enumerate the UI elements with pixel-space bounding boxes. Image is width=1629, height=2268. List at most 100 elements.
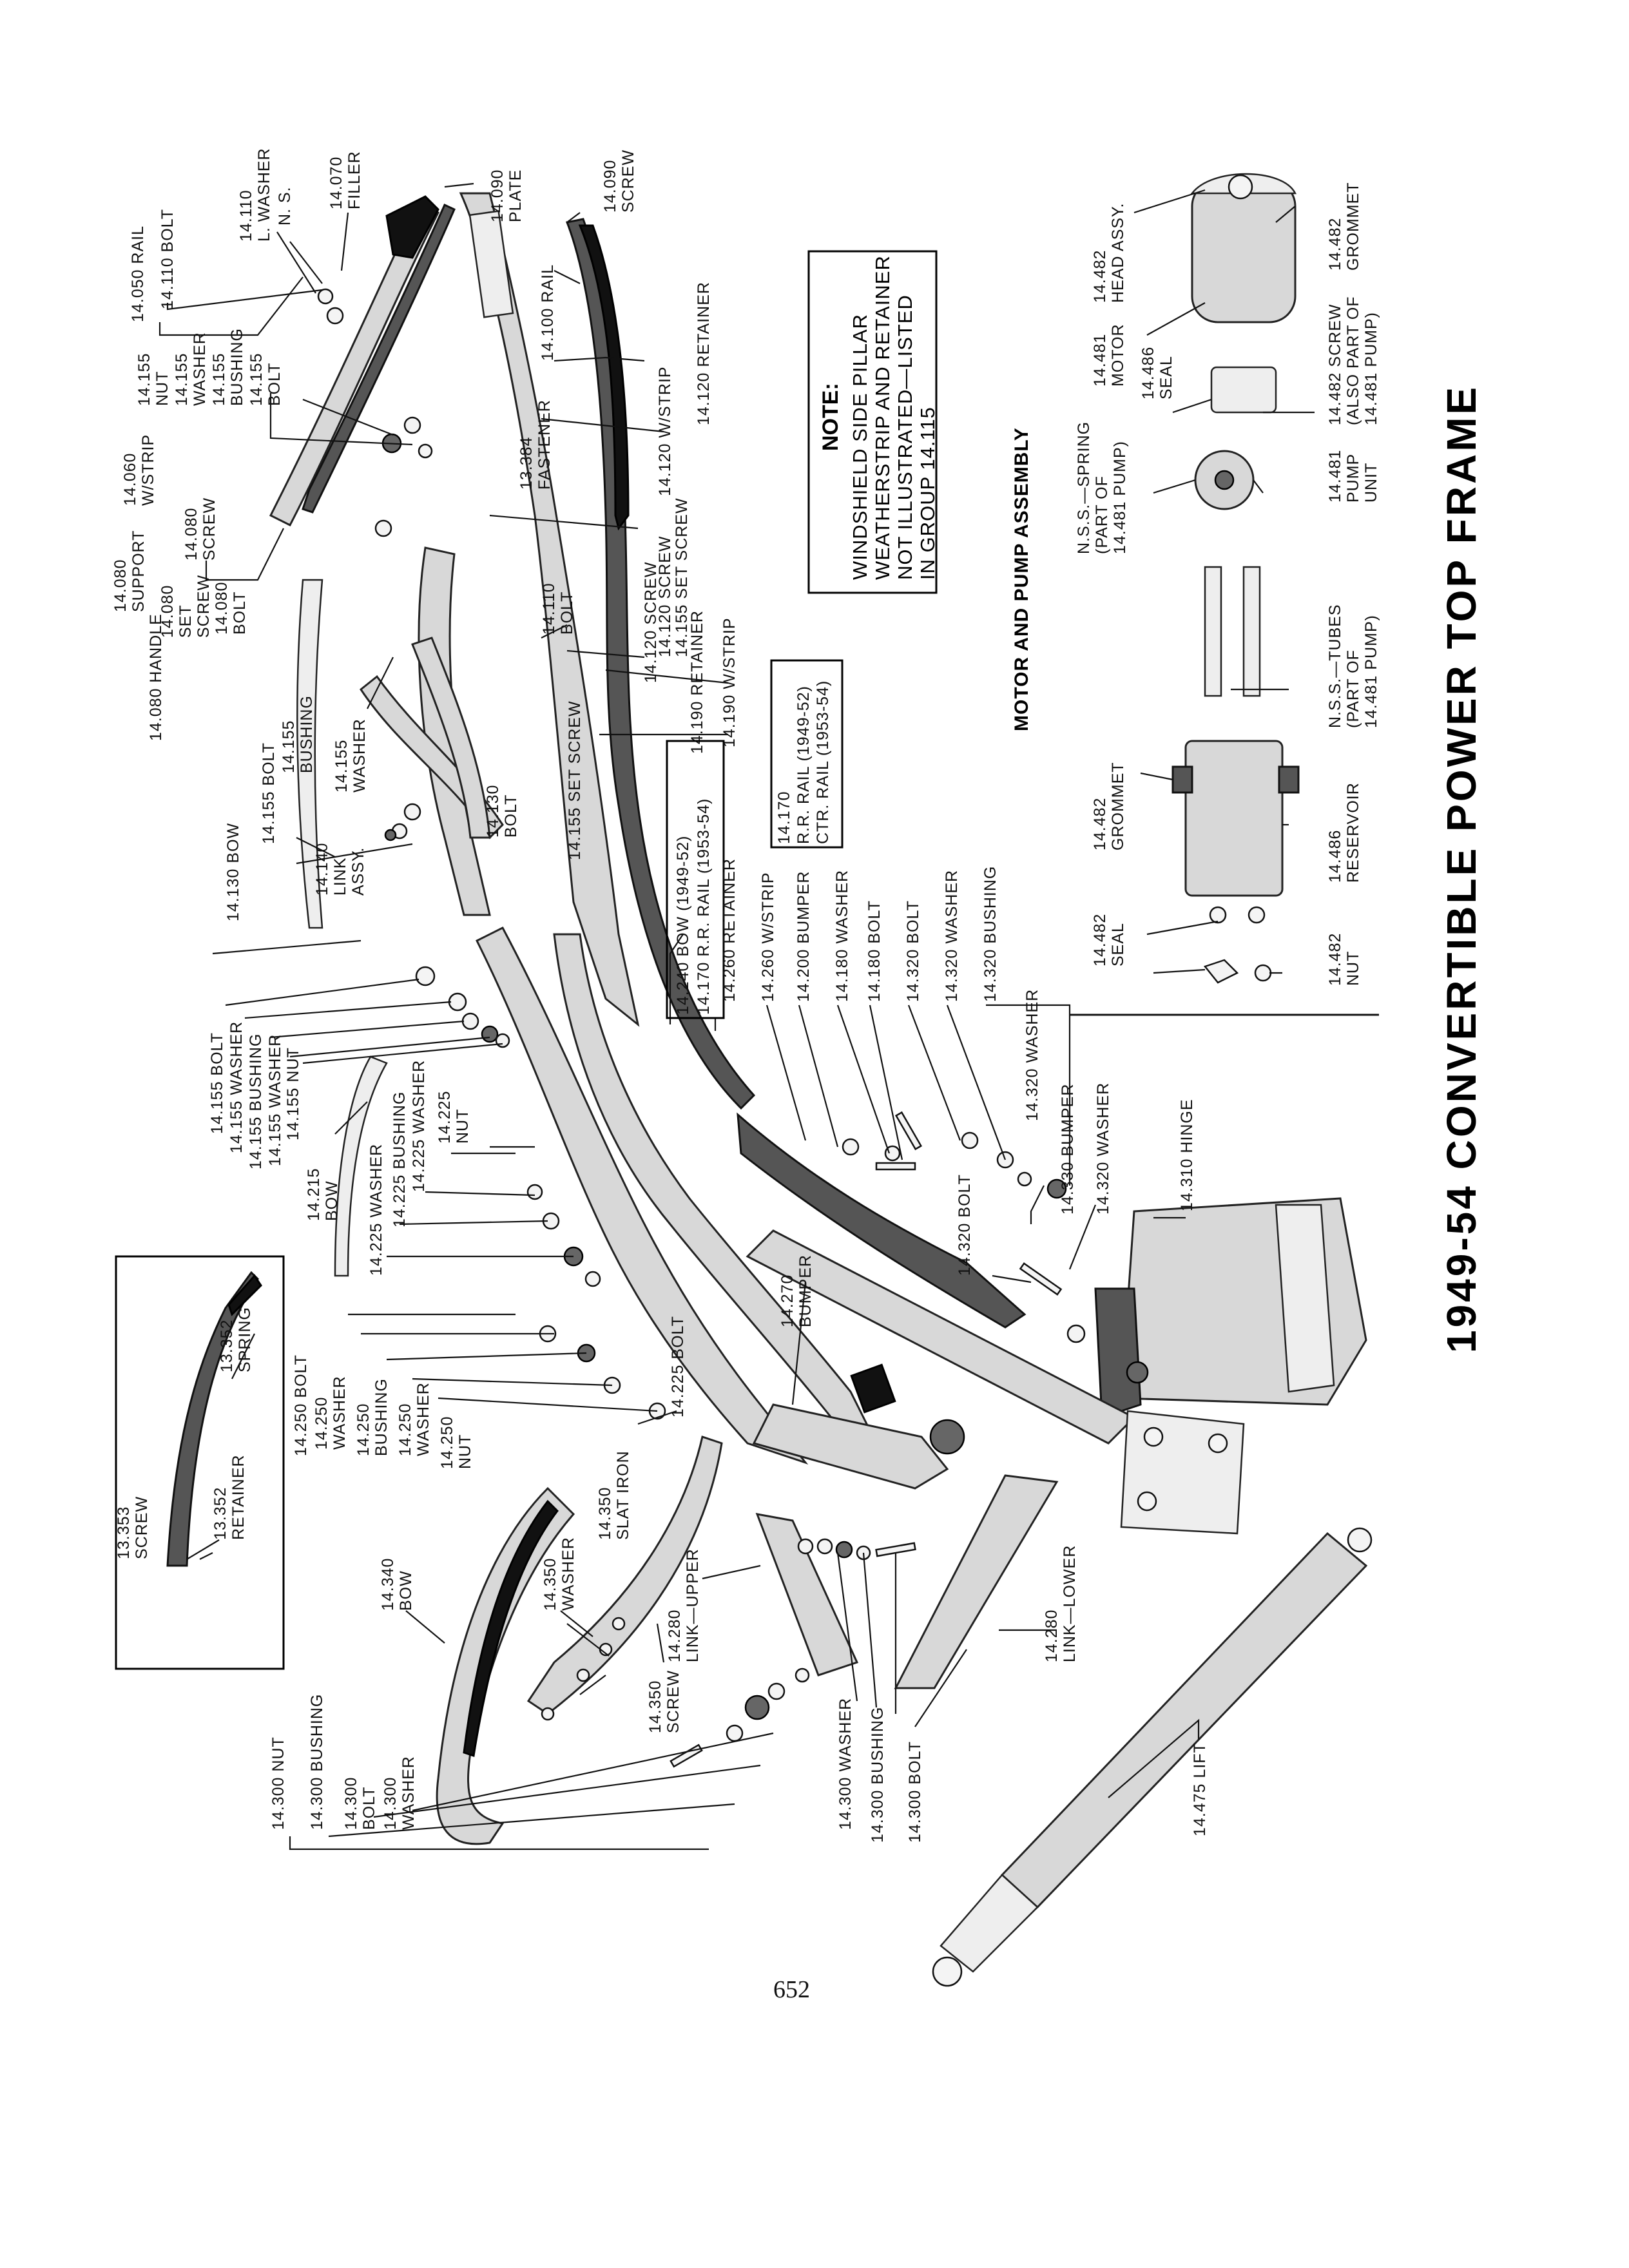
svg-text:14.300: 14.300: [342, 1777, 360, 1830]
bracket-14080: [411, 637, 491, 839]
svg-text:14.482: 14.482: [1091, 798, 1109, 850]
svg-text:14.110: 14.110: [540, 582, 558, 635]
seal-14482: [1209, 906, 1227, 924]
svg-text:BUSHING: BUSHING: [372, 1378, 390, 1456]
bow-14215: [334, 1055, 388, 1277]
label-14155-bushing-a: 14.155 BUSHING: [280, 695, 316, 773]
svg-text:14.155: 14.155: [173, 353, 191, 406]
svg-text:SUPPORT: SUPPORT: [130, 530, 148, 612]
plate-14090: [468, 210, 514, 318]
svg-text:14.155 BUSHING: 14.155 BUSHING: [247, 1033, 265, 1169]
note-line-1: WINDSHIELD SIDE PILLAR: [849, 314, 871, 580]
svg-text:GROMMET: GROMMET: [1109, 762, 1127, 850]
label-14170-rail: 14.170 R.R. RAIL (1949-52) CTR. RAIL (19…: [775, 680, 832, 844]
svg-text:FASTENER: FASTENER: [535, 399, 554, 490]
svg-text:14.110: 14.110: [237, 189, 255, 242]
svg-text:14.481: 14.481: [1091, 334, 1109, 387]
svg-text:N.S.S.—TUBES: N.S.S.—TUBES: [1326, 604, 1344, 728]
bumper-14270: [850, 1363, 896, 1414]
label-14180-washer: 14.180 WASHER: [833, 870, 851, 1002]
svg-text:BOLT: BOLT: [265, 363, 284, 406]
svg-text:14.080: 14.080: [213, 582, 231, 635]
svg-text:WASHER: WASHER: [414, 1382, 432, 1456]
svg-text:BUSHING: BUSHING: [298, 695, 316, 773]
label-14225-nut: 14.225 NUT: [436, 1091, 472, 1144]
note-line-4: IN GROUP 14.115: [916, 407, 939, 580]
svg-text:W/STRIP: W/STRIP: [139, 434, 157, 506]
svg-text:14.486: 14.486: [1326, 830, 1344, 883]
label-14155-washer-a: 14.155 WASHER: [333, 718, 369, 793]
svg-text:L. WASHER: L. WASHER: [255, 148, 273, 242]
svg-text:(PART OF: (PART OF: [1093, 476, 1111, 554]
label-14225-bushing: 14.225 BUSHING: [390, 1091, 409, 1227]
svg-text:13.353: 13.353: [115, 1506, 133, 1559]
page-number: 652: [773, 1976, 810, 2003]
label-14080-bolt: 14.080 BOLT: [213, 582, 249, 635]
label-14320-washer-c: 14.320 WASHER: [1094, 1082, 1112, 1215]
svg-text:N.S.S.—SPRING: N.S.S.—SPRING: [1075, 421, 1093, 554]
svg-text:14.350: 14.350: [541, 1558, 559, 1611]
svg-text:14.080: 14.080: [111, 559, 130, 612]
svg-text:14.280: 14.280: [666, 1610, 684, 1662]
label-14350-screw: 14.350 SCREW: [646, 1670, 682, 1733]
label-14250-group: 14.250 BOLT 14.250 WASHER 14.250 BUSHING…: [292, 1354, 474, 1469]
motor-14481: [1191, 179, 1296, 323]
retainer-14190: [578, 224, 630, 531]
svg-text:14.080: 14.080: [159, 585, 177, 638]
filler-14070: [385, 195, 439, 259]
label-14486-seal: 14.486 SEAL: [1139, 347, 1175, 399]
svg-text:SET: SET: [177, 604, 195, 638]
svg-text:14.170 R.R. RAIL (1953-54): 14.170 R.R. RAIL (1953-54): [695, 798, 713, 1015]
page-title: 1949-54 CONVERTIBLE POWER TOP FRAME: [1438, 385, 1485, 1353]
svg-text:14.155: 14.155: [333, 740, 351, 793]
svg-text:BOLT: BOLT: [231, 591, 249, 635]
label-14300-washer: 14.300 WASHER: [836, 1698, 854, 1830]
label-14180-bolt: 14.180 BOLT: [865, 900, 883, 1002]
label-14481-pump: 14.481 PUMP UNIT: [1326, 450, 1380, 503]
label-14300-left-group: 14.300 NUT 14.300 BUSHING 14.300 BOLT 14…: [269, 1694, 418, 1830]
svg-text:14.250: 14.250: [354, 1403, 372, 1456]
svg-text:14.080: 14.080: [182, 508, 200, 561]
svg-text:14.250: 14.250: [396, 1403, 414, 1456]
label-14120-screw-a: 14.120 SCREW: [656, 536, 674, 657]
svg-text:BOLT: BOLT: [360, 1787, 378, 1830]
svg-text:UNIT: UNIT: [1362, 463, 1380, 503]
label-14080-screw: 14.080 SCREW: [182, 497, 218, 561]
link-upper-14280: [755, 1513, 859, 1677]
label-14110-bolt-a: 14.110 BOLT: [159, 209, 177, 309]
svg-text:14.280: 14.280: [1043, 1610, 1061, 1662]
label-14200-bumper: 14.200 BUMPER: [795, 871, 813, 1002]
label-14481-motor: 14.481 MOTOR: [1091, 323, 1127, 387]
svg-text:LINK—UPPER: LINK—UPPER: [684, 1548, 702, 1662]
svg-text:14.300: 14.300: [381, 1777, 400, 1830]
label-14155-setscrew-b: 14.155 SET SCREW: [566, 700, 584, 860]
svg-text:PUMP: PUMP: [1344, 454, 1362, 503]
svg-text:14.155 WASHER: 14.155 WASHER: [266, 1034, 284, 1166]
svg-text:14.481 PUMP): 14.481 PUMP): [1111, 441, 1129, 554]
label-14270-bumper: 14.270 BUMPER: [778, 1254, 815, 1327]
reservoir-14486: [1184, 740, 1284, 897]
note-box: NOTE: WINDSHIELD SIDE PILLAR WEATHERSTRI…: [807, 250, 939, 594]
svg-text:FILLER: FILLER: [345, 151, 363, 209]
svg-text:14.155: 14.155: [135, 353, 153, 406]
label-14482-head: 14.482 HEAD ASSY.: [1091, 203, 1127, 303]
svg-text:14.070: 14.070: [327, 157, 345, 209]
svg-text:WASHER: WASHER: [191, 332, 209, 406]
svg-text:14.155 WASHER: 14.155 WASHER: [227, 1021, 246, 1153]
svg-text:NUT: NUT: [454, 1109, 472, 1144]
label-13352-retainer: 13.352 RETAINER: [211, 1454, 247, 1540]
label-14340-bow: 14.340 BOW: [379, 1558, 415, 1611]
svg-text:BOLT: BOLT: [502, 794, 520, 838]
label-14080-support: 14.080 SUPPORT: [111, 530, 148, 612]
svg-text:14.240 BOW (1949-52): 14.240 BOW (1949-52): [674, 836, 692, 1015]
svg-text:14.250: 14.250: [438, 1416, 456, 1469]
svg-text:13.384: 13.384: [517, 437, 535, 490]
svg-text:LINK: LINK: [331, 857, 349, 896]
label-14240-bow: 14.240 BOW (1949-52) 14.170 R.R. RAIL (1…: [674, 798, 713, 1015]
label-14070-filler: 14.070 FILLER: [327, 151, 363, 209]
svg-text:WASHER: WASHER: [559, 1537, 577, 1611]
svg-text:13.352: 13.352: [211, 1487, 229, 1540]
note-line-2: WEATHERSTRIP AND RETAINER: [871, 255, 894, 580]
leader-lines: [159, 182, 1315, 1850]
label-14475-lift: 14.475 LIFT: [1191, 1742, 1209, 1836]
